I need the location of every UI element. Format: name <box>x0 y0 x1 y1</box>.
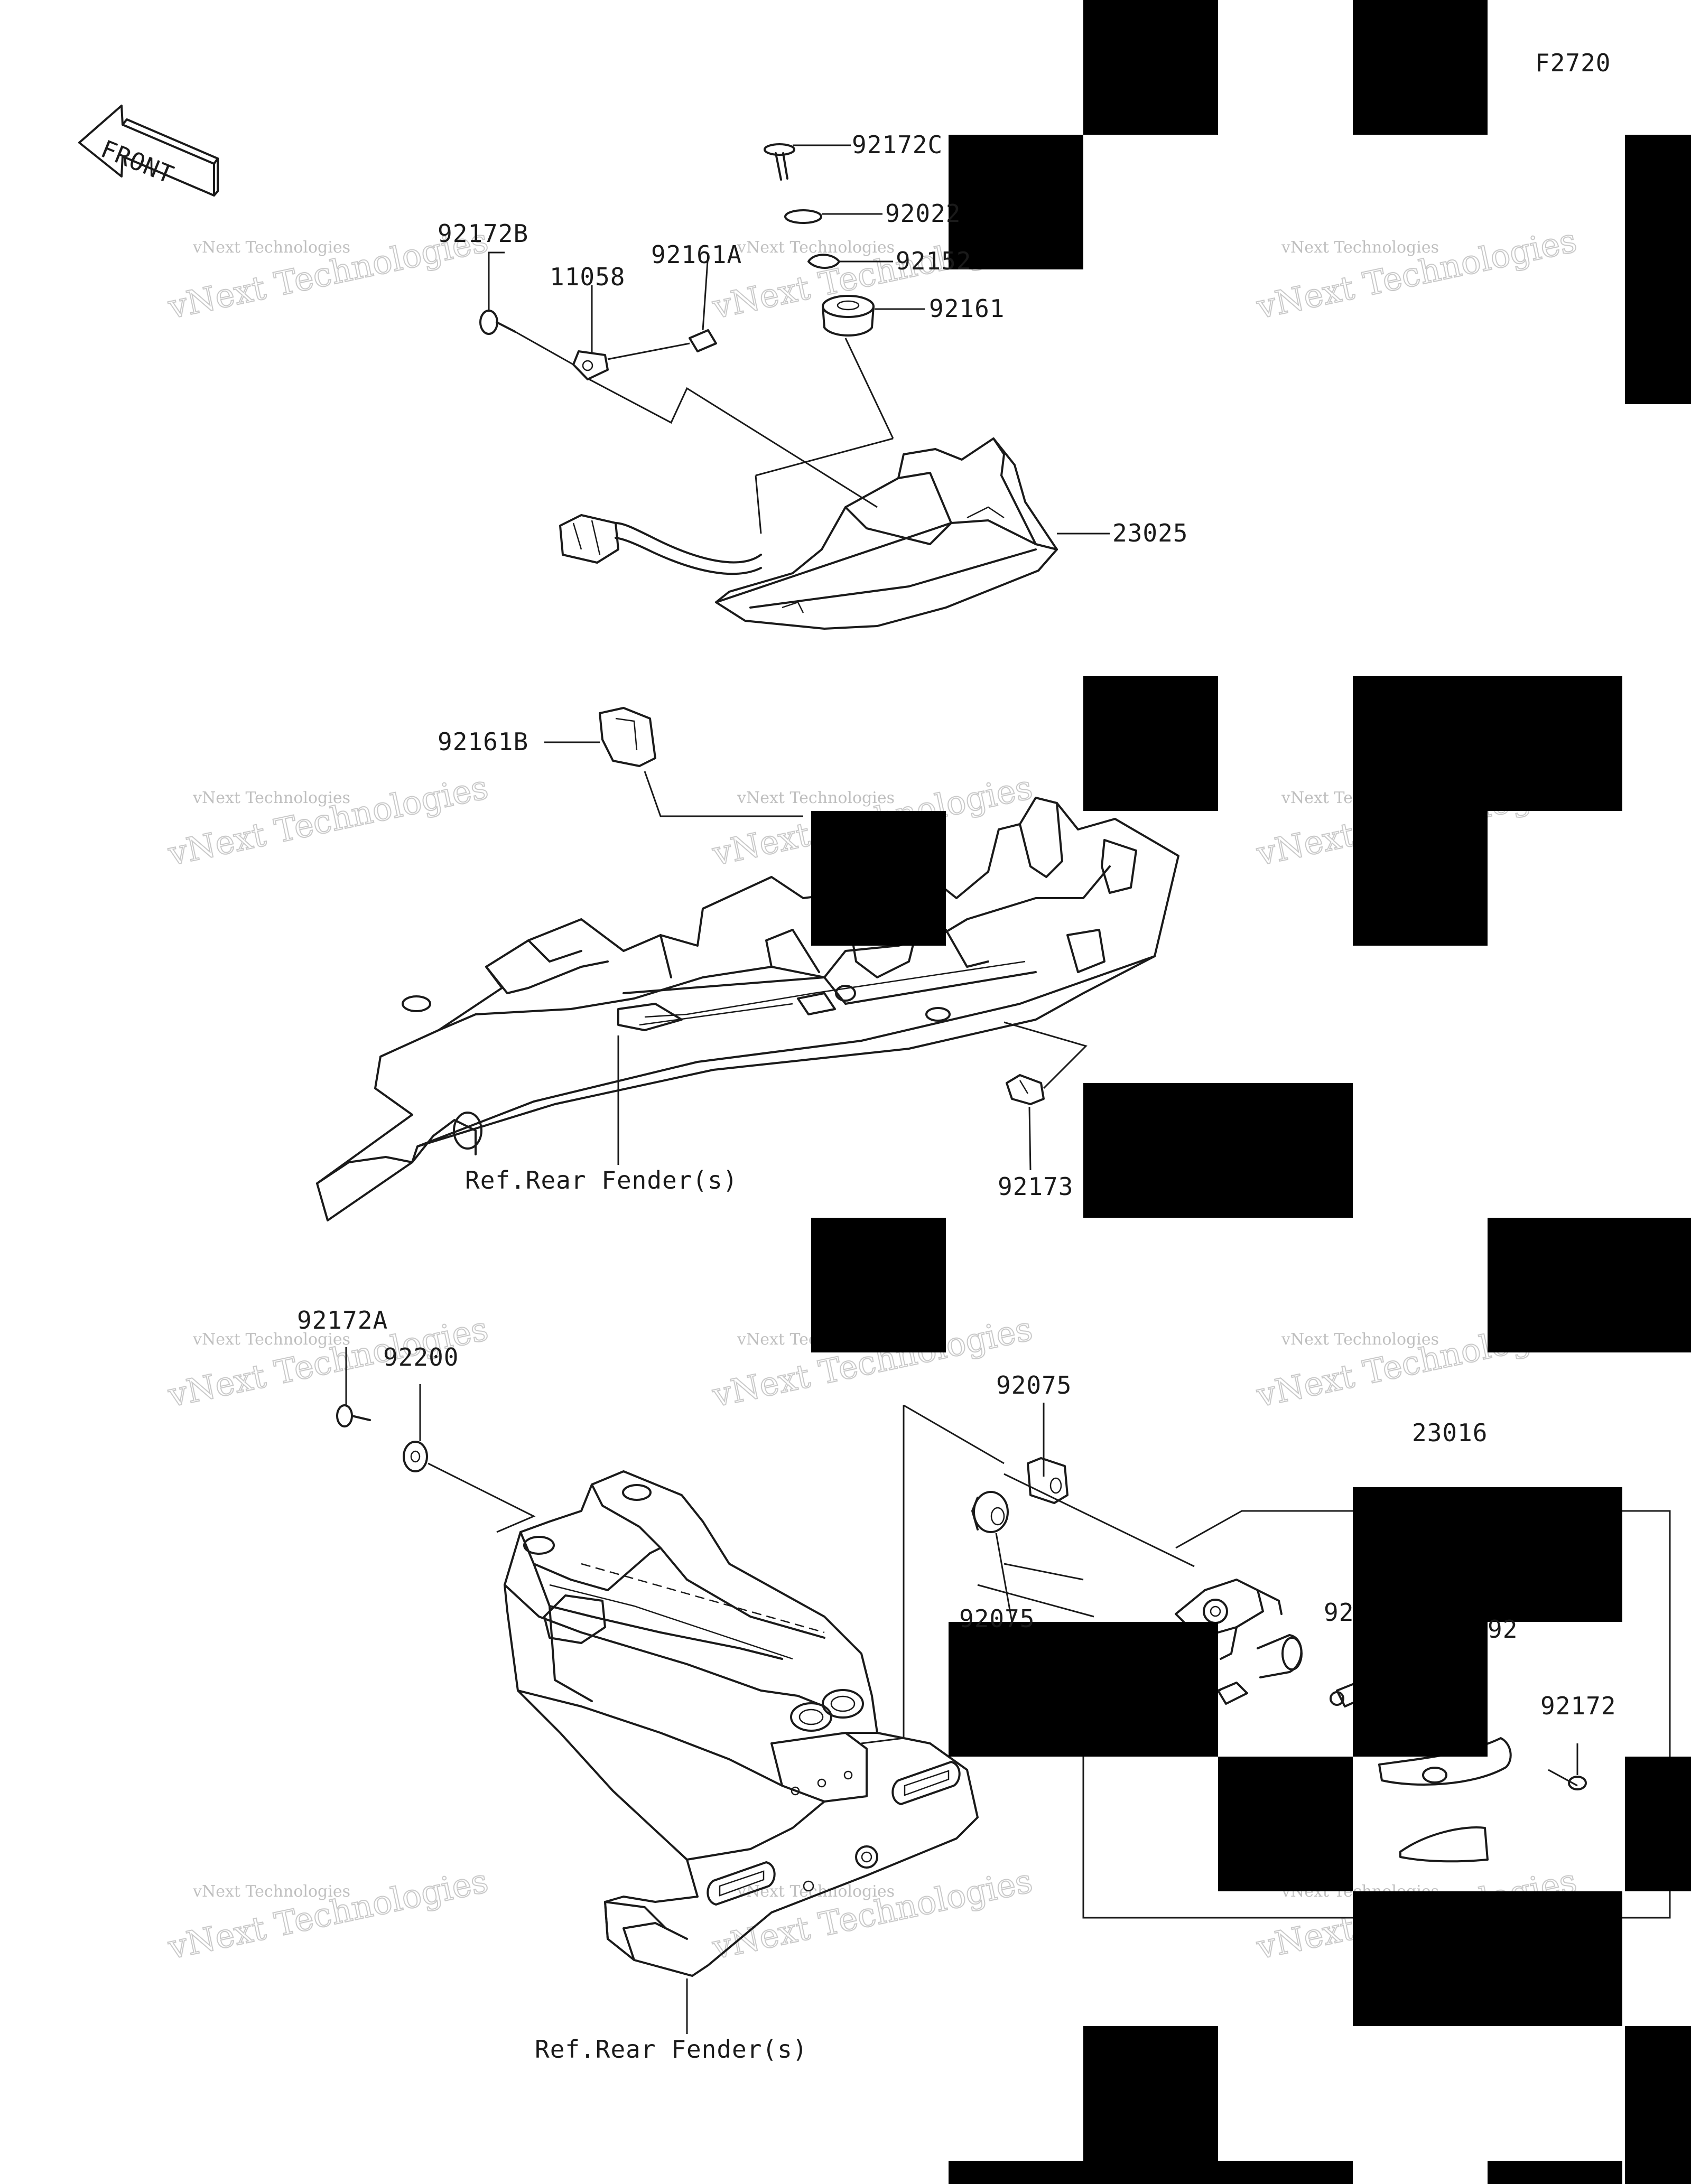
callout-92-right: 92 <box>1488 1615 1518 1644</box>
svg-text:vNext Technologies: vNext Technologies <box>1281 238 1439 257</box>
washer-92022 <box>784 209 822 224</box>
front-arrow-icon: FRONT <box>78 105 219 197</box>
callout-92022: 92022 <box>885 199 961 228</box>
upper-rear-fender <box>316 797 1179 1221</box>
callout-23025: 23025 <box>1112 519 1188 547</box>
grommet-92161 <box>822 295 875 337</box>
svg-text:vNext Technologies: vNext Technologies <box>164 768 491 873</box>
bracket-11058 <box>572 350 609 380</box>
screw-92172c <box>764 143 795 181</box>
svg-text:vNext Technologies: vNext Technologies <box>192 1882 350 1901</box>
callout-92172c: 92172C <box>852 130 943 159</box>
callout-92172a: 92172A <box>297 1306 388 1334</box>
callout-92161b: 92161B <box>438 727 528 756</box>
leader-92161b-to-fender <box>644 771 803 817</box>
lamp-cover <box>1378 1737 1512 1786</box>
figure-code: F2720 <box>1535 49 1611 77</box>
callout-92075-bottom: 92075 <box>959 1604 1035 1633</box>
callout-92161a: 92161A <box>651 240 742 269</box>
svg-text:vNext Technologies: vNext Technologies <box>1253 221 1580 326</box>
svg-text:vNext Technologies: vNext Technologies <box>192 238 350 257</box>
svg-text:vNext Technologies: vNext Technologies <box>192 1330 350 1349</box>
ref-rear-fender-lower: Ref.Rear Fender(s) <box>535 2035 808 2064</box>
callout-23016: 23016 <box>1412 1418 1488 1447</box>
lens-cover <box>1399 1826 1489 1863</box>
callout-92173: 92173 <box>998 1172 1073 1201</box>
damper-92161b <box>599 707 656 767</box>
grommet-92075-lower <box>971 1491 1009 1533</box>
callout-11058: 11058 <box>550 263 625 291</box>
callout-92-left: 92 <box>1324 1598 1354 1627</box>
callout-92152: 92152 <box>896 247 971 275</box>
screw-92172b <box>479 310 516 335</box>
clip-92152 <box>807 254 840 269</box>
grommet-92075-upper <box>1027 1457 1069 1504</box>
callout-labels: 92172C 92022 92152 92161 92172B 11058 92… <box>297 130 1616 1720</box>
svg-text:vNext Technologies: vNext Technologies <box>709 1861 1036 1967</box>
svg-text:vNext Technologies: vNext Technologies <box>737 789 895 807</box>
washer-92200 <box>403 1441 428 1472</box>
ref-rear-fender-upper: Ref.Rear Fender(s) <box>465 1166 738 1194</box>
svg-text:vNext Technologies: vNext Technologies <box>1281 1330 1439 1349</box>
clip-92173 <box>1006 1074 1045 1105</box>
callout-92200: 92200 <box>383 1343 459 1371</box>
svg-text:vNext Technologies: vNext Technologies <box>164 1861 491 1967</box>
leader-92200-to-fender <box>428 1462 536 1533</box>
svg-text:vNext Technologies: vNext Technologies <box>737 1882 895 1901</box>
grommet-92161a <box>689 329 717 352</box>
callout-92172b: 92172B <box>438 219 528 248</box>
svg-text:vNext Technologies: vNext Technologies <box>192 789 350 807</box>
leader-92075-lower <box>995 1533 1013 1622</box>
callout-92075-top: 92075 <box>996 1371 1072 1399</box>
taillight-23025 <box>559 437 1058 630</box>
lower-leader-lines <box>861 1403 1671 1919</box>
leader-92173 <box>1028 1106 1032 1171</box>
leader-92173-to-fender <box>1004 1021 1088 1089</box>
screw-92172a <box>336 1404 371 1427</box>
callout-92172: 92172 <box>1540 1692 1616 1720</box>
lower-rear-fender <box>504 1470 979 1977</box>
dashed-guide-line <box>581 1563 825 1634</box>
svg-text:vNext Technologies: vNext Technologies <box>737 238 895 257</box>
callout-92161: 92161 <box>929 294 1005 323</box>
redaction-blocks <box>811 0 1691 2184</box>
screw-92172 <box>1568 1776 1587 1790</box>
upper-leader-lines <box>488 144 1110 535</box>
